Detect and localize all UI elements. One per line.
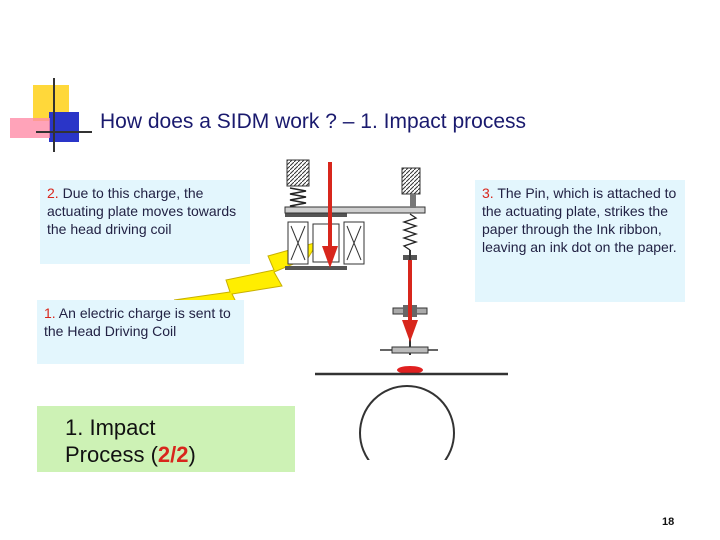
right-mount-block bbox=[401, 167, 421, 195]
impact-line-2: Process (2/2) bbox=[65, 442, 196, 467]
ink-dot bbox=[397, 366, 423, 374]
callout-number: 2. bbox=[47, 185, 59, 201]
return-spring bbox=[289, 187, 307, 210]
page-number: 18 bbox=[662, 516, 675, 528]
callout-pin-strike: 3. The Pin, which is attached to the act… bbox=[475, 180, 685, 302]
actuating-plate bbox=[284, 206, 426, 214]
callout-text: An electric charge is sent to the Head D… bbox=[44, 305, 231, 339]
ink-ribbon bbox=[391, 346, 429, 354]
callout-text: The Pin, which is attached to the actuat… bbox=[482, 185, 677, 255]
coil-plate bbox=[285, 213, 347, 217]
impact-process-label: 1. Impact Process (2/2) bbox=[37, 406, 295, 472]
decorative-corner-logo bbox=[10, 78, 92, 152]
callout-charge-effect: 2. Due to this charge, the actuating pla… bbox=[40, 180, 250, 264]
pin-spring bbox=[401, 213, 419, 251]
callout-electric-charge: 1. An electric charge is sent to the Hea… bbox=[37, 300, 244, 364]
print-head-mechanism-diagram bbox=[284, 159, 508, 460]
spring-mount-block bbox=[286, 159, 310, 187]
callout-number: 3. bbox=[482, 185, 494, 201]
slide-title: How does a SIDM work ? – 1. Impact proce… bbox=[100, 110, 526, 133]
impact-line-1: 1. Impact bbox=[65, 415, 156, 440]
callout-number: 1. bbox=[44, 305, 56, 321]
callout-text: Due to this charge, the actuating plate … bbox=[47, 185, 237, 237]
platen-roller bbox=[359, 385, 455, 460]
impact-fraction: 2/2 bbox=[157, 442, 189, 467]
